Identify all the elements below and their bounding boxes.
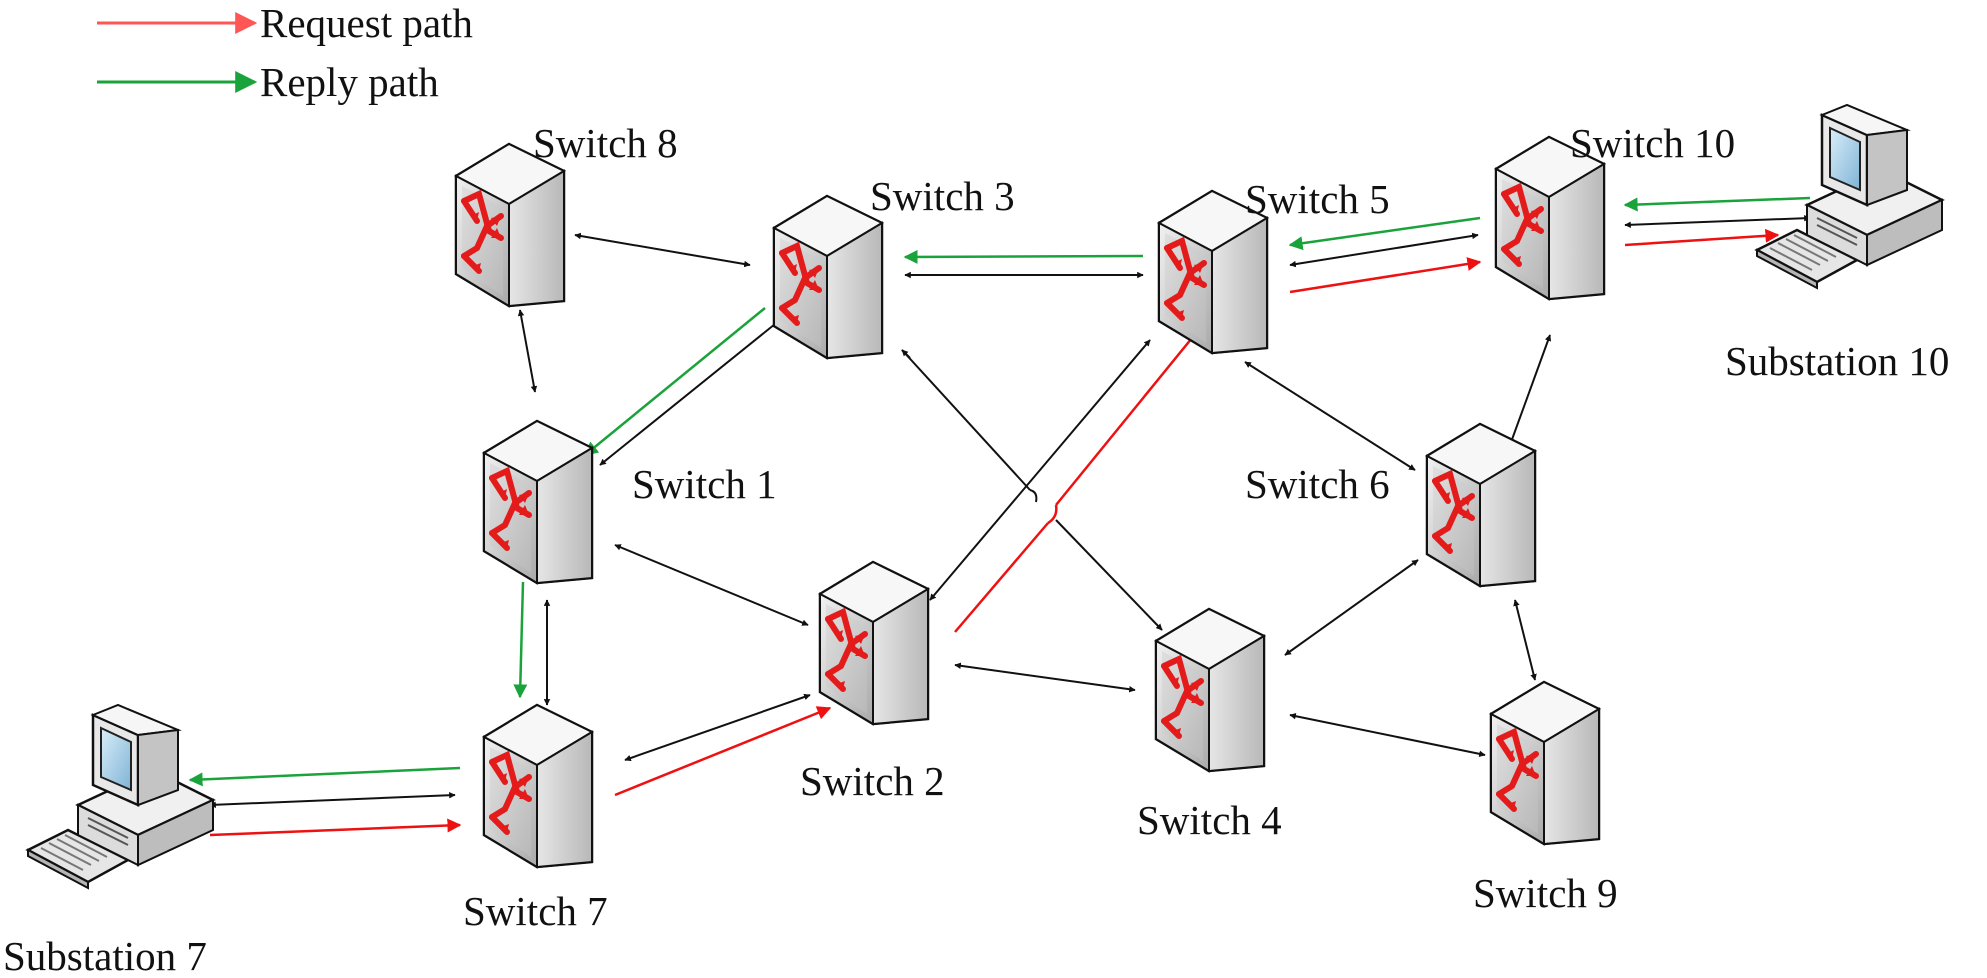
switch-5-label: Switch 5 <box>1245 176 1390 222</box>
substations <box>26 103 1944 890</box>
request-path <box>209 228 1780 837</box>
request-s2-s5-lower <box>954 522 1049 633</box>
link-s1-s2 <box>614 544 809 626</box>
substation-10-computer-icon[interactable] <box>1755 103 1944 290</box>
switch-4-icon[interactable] <box>1156 609 1264 771</box>
link-s4-s9 <box>1289 712 1486 758</box>
switch-1-icon[interactable] <box>484 421 592 583</box>
link-s8-s3 <box>574 232 751 268</box>
link-s2-s7 <box>624 693 811 762</box>
link-s6-s4 <box>1284 559 1419 656</box>
reply-s1-s7 <box>513 581 528 699</box>
switch-1-label: Switch 1 <box>632 461 777 507</box>
link-s10-s6 <box>1508 334 1552 446</box>
request-s5-s10 <box>1289 257 1482 294</box>
switch-2-icon[interactable] <box>820 562 928 724</box>
reply-s7-sub7 <box>188 766 461 787</box>
link-s5-s6 <box>1244 361 1416 471</box>
switch-4-label: Switch 4 <box>1137 797 1282 843</box>
switch-6-label: Switch 6 <box>1245 461 1390 507</box>
link-s6-s9 <box>1513 599 1537 681</box>
switch-9-label: Switch 9 <box>1473 870 1618 916</box>
request-s2-s5-upper <box>1055 320 1206 506</box>
request-s7-s2 <box>614 706 832 797</box>
network-links <box>209 214 1811 809</box>
link-s3-s4-lower <box>1055 519 1163 631</box>
request-sub7-s7 <box>209 818 462 837</box>
link-s3-s4-hop <box>1029 489 1038 503</box>
reply-sub10-s10 <box>1623 196 1811 212</box>
reply-s3-s1 <box>583 307 766 456</box>
legend-request-label: Request path <box>260 0 473 46</box>
reply-s5-s3 <box>903 249 1144 264</box>
reply-path <box>188 196 1811 787</box>
link-s5-s10-black <box>1289 232 1479 268</box>
switch-7-label: Switch 7 <box>463 888 608 934</box>
link-s3-s4 <box>901 349 1031 491</box>
legend: Request path Reply path <box>97 0 473 105</box>
switch-8-icon[interactable] <box>456 144 564 306</box>
link-s8-s1 <box>517 309 538 393</box>
labels: Switch 8 Switch 3 Switch 5 Switch 10 Swi… <box>3 120 1949 978</box>
reply-s10-s5 <box>1288 216 1481 251</box>
link-s7-sub7-black <box>209 791 456 809</box>
link-s3-s1 <box>599 319 781 466</box>
switch-10-label: Switch 10 <box>1570 120 1735 166</box>
link-s5-s2 <box>929 339 1151 601</box>
link-s10-sub10-black <box>1624 214 1811 229</box>
request-s2-s5-hop <box>1047 504 1058 525</box>
switch-3-label: Switch 3 <box>870 173 1015 219</box>
switches <box>456 137 1604 867</box>
switch-3-icon[interactable] <box>774 196 882 358</box>
switch-2-label: Switch 2 <box>800 758 945 804</box>
legend-reply-label: Reply path <box>260 59 439 105</box>
switch-6-icon[interactable] <box>1427 424 1535 586</box>
switch-8-label: Switch 8 <box>533 120 678 166</box>
substation-7-label: Substation 7 <box>3 933 207 978</box>
switch-9-icon[interactable] <box>1491 682 1599 844</box>
substation-10-label: Substation 10 <box>1725 338 1949 384</box>
substation-7-computer-icon[interactable] <box>26 703 215 890</box>
link-s3-s4-start <box>901 349 911 359</box>
switch-7-icon[interactable] <box>484 705 592 867</box>
link-s2-s4 <box>954 662 1136 693</box>
request-s10-sub10 <box>1624 228 1780 247</box>
